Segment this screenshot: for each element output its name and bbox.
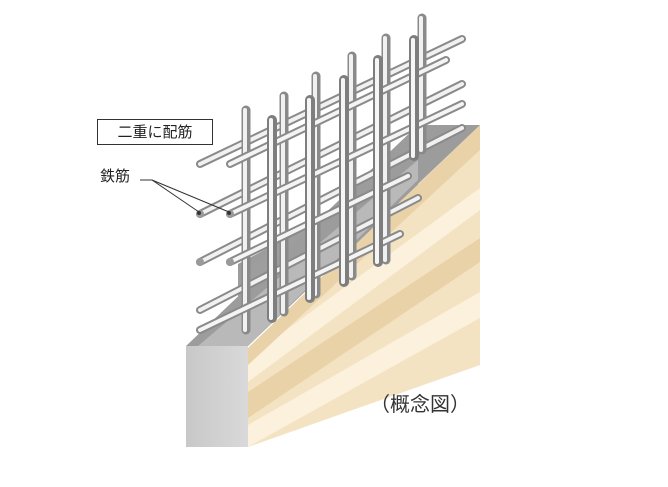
double-rebar-label: 二重に配筋: [97, 119, 213, 145]
wall-side-face: [248, 125, 480, 447]
diagram-caption: （概念図）: [370, 392, 470, 416]
rebar-front-vertical: [267, 35, 419, 323]
concrete-end-face: [186, 346, 248, 447]
rebar-label: 鉄筋: [100, 167, 131, 185]
rebar-leader-lines: [140, 179, 230, 213]
